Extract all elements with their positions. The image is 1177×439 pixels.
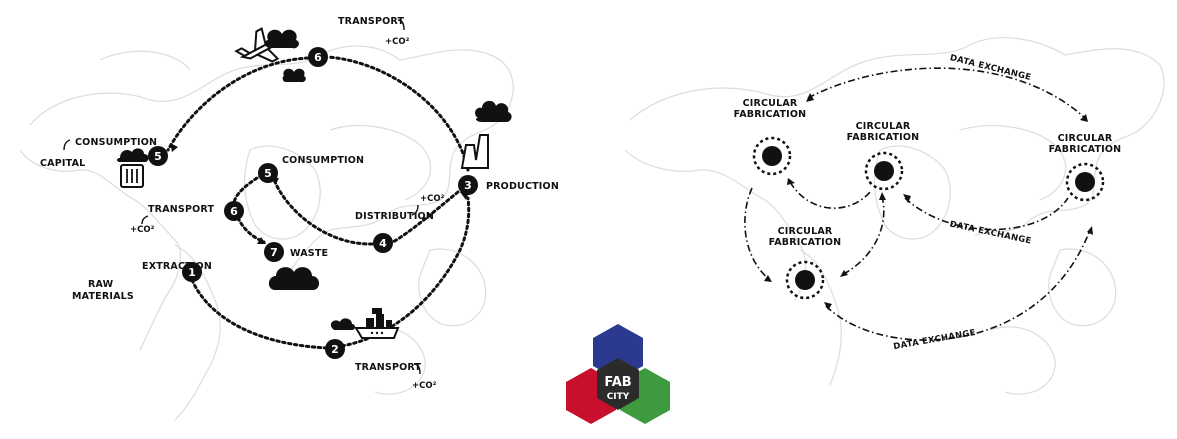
label-capital: CAPITAL xyxy=(40,158,85,169)
link-fab1-fab4 xyxy=(744,187,771,281)
arrowhead xyxy=(764,275,772,282)
ship-icon xyxy=(354,308,400,339)
logo-text-fab: FAB xyxy=(604,375,631,390)
cloud-icon xyxy=(282,68,306,83)
stage-marker-5-outer: 5 xyxy=(148,146,168,166)
co2-transport-inner: +CO² xyxy=(130,225,155,235)
label-extraction: EXTRACTION xyxy=(142,261,212,272)
svg-text:CIRCULAR: CIRCULAR xyxy=(743,98,798,109)
linear-economy-diagram: 1 2 3 4 5 6 7 6 xyxy=(40,16,559,391)
path-production-to-air-transport xyxy=(326,55,470,172)
path-production-to-distribution xyxy=(391,190,460,244)
label-transport-inner: TRANSPORT xyxy=(148,204,214,215)
svg-text:3: 3 xyxy=(464,179,472,192)
fabrication-node-4: CIRCULAR FABRICATION xyxy=(769,226,842,300)
co2-air-transport: +CO² xyxy=(385,37,410,47)
circular-economy-diagram: CIRCULAR FABRICATION CIRCULAR FABRICATIO… xyxy=(734,53,1122,352)
arrowhead xyxy=(806,93,814,102)
co2-sea-transport: +CO² xyxy=(412,381,437,391)
factory-icon xyxy=(460,100,512,169)
svg-text:FABRICATION: FABRICATION xyxy=(769,237,842,248)
svg-text:6: 6 xyxy=(314,51,322,64)
path-extraction-to-transport xyxy=(190,278,330,350)
label-sea-transport: TRANSPORT xyxy=(355,362,421,373)
stage-marker-3: 3 xyxy=(458,175,478,195)
label-connector xyxy=(63,139,71,151)
path-transport-to-waste xyxy=(236,216,266,244)
arrowhead xyxy=(840,270,848,277)
stage-marker-4: 4 xyxy=(373,233,393,253)
svg-text:FABRICATION: FABRICATION xyxy=(734,109,807,120)
svg-text:FABRICATION: FABRICATION xyxy=(1049,144,1122,155)
fabrication-node-2: CIRCULAR FABRICATION xyxy=(847,121,920,191)
co2-distribution: +CO² xyxy=(420,194,445,204)
arrowhead xyxy=(170,143,178,152)
arrowhead xyxy=(1080,114,1088,122)
label-data-exchange-bottom: DATA EXCHANGE xyxy=(893,328,977,352)
arrowhead xyxy=(257,237,266,244)
fab-city-logo: FAB CITY xyxy=(566,324,670,424)
link-fab2-fab3 xyxy=(904,197,1069,231)
label-materials: MATERIALS xyxy=(72,291,134,302)
logo-text-city: CITY xyxy=(607,392,630,402)
world-map-left xyxy=(19,45,514,421)
svg-text:5: 5 xyxy=(264,167,272,180)
cloud-icon xyxy=(265,29,299,49)
path-consumption-to-transport xyxy=(232,173,264,205)
label-distribution: DISTRIBUTION xyxy=(355,211,434,222)
path-air-transport-to-consumption xyxy=(166,56,310,152)
svg-text:CIRCULAR: CIRCULAR xyxy=(778,226,833,237)
arrowhead xyxy=(879,192,886,200)
svg-text:4: 4 xyxy=(379,237,387,250)
arrowhead xyxy=(824,302,832,310)
svg-text:5: 5 xyxy=(154,150,162,163)
svg-text:CIRCULAR: CIRCULAR xyxy=(856,121,911,132)
world-map-right xyxy=(624,36,1165,395)
path-distribution-to-consumption xyxy=(273,180,374,246)
label-data-exchange-top: DATA EXCHANGE xyxy=(949,53,1032,83)
co2-connector xyxy=(397,19,405,31)
label-consumption-inner: CONSUMPTION xyxy=(282,155,364,166)
airplane-icon xyxy=(234,27,284,63)
label-consumption-outer: CONSUMPTION xyxy=(75,137,157,148)
link-data-exchange-bottom xyxy=(825,229,1091,341)
trash-bin-icon xyxy=(117,148,149,188)
co2-connector xyxy=(411,204,419,216)
co2-connector xyxy=(413,363,421,375)
fabrication-node-1: CIRCULAR FABRICATION xyxy=(734,98,807,176)
stage-marker-1: 1 xyxy=(182,262,202,282)
stage-marker-5-inner: 5 xyxy=(258,163,278,183)
svg-text:7: 7 xyxy=(270,246,278,259)
svg-text:1: 1 xyxy=(188,266,196,279)
svg-text:FABRICATION: FABRICATION xyxy=(847,132,920,143)
stage-marker-6-inner: 6 xyxy=(224,201,244,221)
svg-text:2: 2 xyxy=(331,343,339,356)
link-data-exchange-top xyxy=(807,67,1086,119)
arrowhead xyxy=(903,194,911,203)
svg-text:CIRCULAR: CIRCULAR xyxy=(1058,133,1113,144)
label-waste: WASTE xyxy=(290,248,328,259)
stage-marker-7: 7 xyxy=(264,242,284,262)
stage-marker-6-outer: 6 xyxy=(308,47,328,67)
link-fab2-fab4 xyxy=(841,195,885,276)
co2-connector xyxy=(141,215,149,225)
cloud-icon xyxy=(268,267,320,290)
arrowhead xyxy=(1087,226,1093,235)
label-data-exchange-middle: DATA EXCHANGE xyxy=(949,219,1033,246)
label-raw: RAW xyxy=(88,279,114,290)
fabrication-node-3: CIRCULAR FABRICATION xyxy=(1049,133,1122,202)
svg-text:6: 6 xyxy=(230,205,238,218)
label-air-transport: TRANSPORT xyxy=(338,16,404,27)
stage-marker-2: 2 xyxy=(325,339,345,359)
arrowhead xyxy=(787,178,795,185)
link-fab1-fab2 xyxy=(789,181,871,209)
label-production: PRODUCTION xyxy=(486,181,559,192)
cloud-icon xyxy=(330,318,355,330)
